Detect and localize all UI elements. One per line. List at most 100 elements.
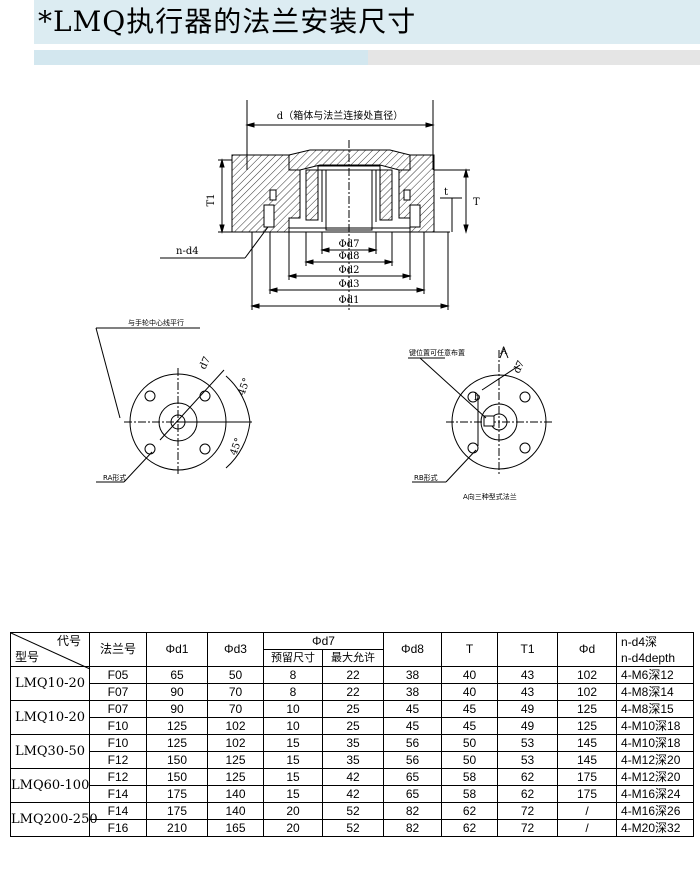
model-cell: LMQ200-250 [10, 802, 98, 837]
table-cell: 35 [321, 734, 385, 752]
title-bar [34, 0, 700, 44]
header-t1: T1 [497, 632, 559, 667]
table-cell: 20 [263, 819, 323, 837]
label-b: b [474, 392, 480, 403]
table-cell: 102 [207, 734, 264, 752]
table-cell: 53 [497, 751, 559, 769]
table-cell: 175 [557, 785, 618, 803]
table-cell: 4-M6深12 [616, 666, 695, 684]
table-cell: 42 [321, 768, 385, 786]
header-d8: Φd8 [383, 632, 443, 667]
label-rb-form: RB形式 [414, 473, 438, 482]
table-cell: F05 [89, 666, 147, 684]
label-t-small: t [444, 187, 448, 198]
table-cell: 25 [321, 717, 385, 735]
table-cell: 150 [146, 751, 208, 769]
table-cell: 65 [383, 768, 443, 786]
header-d7: Φd7 [262, 632, 385, 650]
table-cell: 125 [557, 700, 618, 718]
corner-header-cell: 代号 型号 [10, 632, 91, 670]
header-d1: Φd1 [146, 632, 208, 667]
table-cell: 42 [321, 785, 385, 803]
table-cell: 72 [497, 819, 559, 837]
table-cell: F16 [89, 819, 147, 837]
table-cell: 62 [441, 802, 499, 820]
table-cell: 4-M16深26 [616, 802, 695, 820]
table-cell: 62 [441, 819, 499, 837]
table-cell: 90 [146, 683, 208, 701]
table-cell: 125 [146, 734, 208, 752]
table-cell: F07 [89, 683, 147, 701]
table-cell: 38 [383, 683, 443, 701]
table-cell: 10 [263, 700, 323, 718]
table-cell: 72 [497, 802, 559, 820]
table-cell: 125 [557, 717, 618, 735]
header-nd4: n-d4深 n-d4depth [616, 632, 695, 667]
flange-drawing: d（箱体与法兰连接处直径） T1 t T n-d4 Φd7 Φd8 Φd2 Φd… [95, 100, 552, 501]
table-cell: 150 [146, 768, 208, 786]
table-cell: 4-M12深20 [616, 768, 695, 786]
table-cell: F14 [89, 802, 147, 820]
label-t1: T1 [206, 193, 217, 206]
header-nd4-en: n-d4depth [621, 650, 676, 665]
table-cell: 145 [557, 751, 618, 769]
table-cell: 4-M12深20 [616, 751, 695, 769]
table-cell: 4-M10深18 [616, 717, 695, 735]
table-cell: 45 [383, 700, 443, 718]
table-cell: 52 [321, 802, 385, 820]
label-a-view: A向三种型式法兰 [463, 492, 517, 501]
table-cell: 82 [383, 819, 443, 837]
table-cell: 56 [383, 734, 443, 752]
table-cell: 90 [146, 700, 208, 718]
table-cell: 125 [146, 717, 208, 735]
label-t-big: T [473, 197, 480, 208]
header-code: 代号 [56, 634, 81, 648]
table-cell: 70 [207, 683, 264, 701]
table-cell: 52 [321, 819, 385, 837]
table-cell: 40 [441, 683, 499, 701]
table-cell: / [557, 819, 618, 837]
table-cell: 50 [441, 734, 499, 752]
table-cell: 58 [441, 785, 499, 803]
table-cell: 20 [263, 802, 323, 820]
table-cell: 22 [321, 666, 385, 684]
label-nd4: n-d4 [176, 246, 199, 257]
table-cell: 4-M10深18 [616, 734, 695, 752]
header-d7-max: 最大允许 [321, 649, 385, 667]
model-cell: LMQ10-20 [10, 700, 90, 735]
label-d-diameter: d（箱体与法兰连接处直径） [277, 109, 403, 122]
header-d: Φd [557, 632, 618, 667]
label-handwheel-note: 与手轮中心线平行 [128, 318, 184, 327]
table-cell: 65 [146, 666, 208, 684]
table-cell: F10 [89, 734, 147, 752]
label-key-note: 键位置可任意布置 [409, 348, 465, 357]
ra-flange-view [95, 327, 252, 483]
table-cell: 8 [263, 683, 323, 701]
table-cell: 40 [441, 666, 499, 684]
table-cell: 50 [207, 666, 264, 684]
table-cell: 22 [321, 683, 385, 701]
table-cell: 45 [441, 700, 499, 718]
table-cell: 175 [146, 785, 208, 803]
table-cell: 53 [497, 734, 559, 752]
table-cell: 210 [146, 819, 208, 837]
table-cell: 15 [263, 751, 323, 769]
table-cell: 165 [207, 819, 264, 837]
table-cell: 8 [263, 666, 323, 684]
header-flange: 法兰号 [89, 632, 147, 667]
corner-diagonal [10, 632, 91, 670]
table-cell: 70 [207, 700, 264, 718]
model-cell: LMQ60-100 [10, 768, 90, 803]
section-view [160, 100, 470, 310]
table-cell: 140 [207, 785, 264, 803]
table-cell: 140 [207, 802, 264, 820]
header-d3: Φd3 [207, 632, 264, 667]
